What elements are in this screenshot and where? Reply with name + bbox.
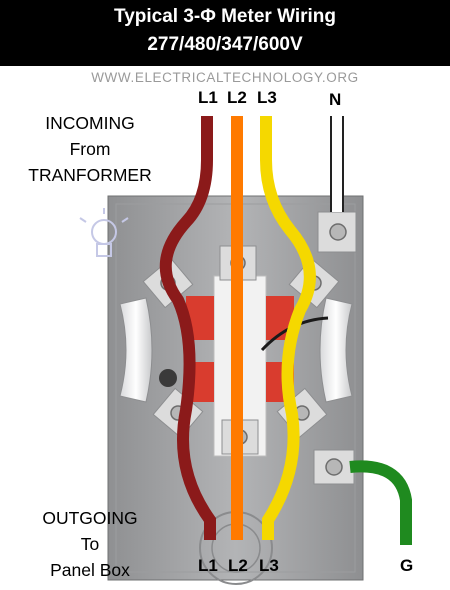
outgoing-label: OUTGOING To Panel Box	[10, 505, 170, 583]
label-n-top: N	[329, 90, 342, 109]
incoming-label: INCOMING From TRANFORMER	[10, 110, 170, 188]
title-line-2: 277/480/347/600V	[147, 34, 303, 55]
watermark: WWW.ELECTRICALTECHNOLOGY.ORG	[91, 70, 359, 85]
wire-l3	[260, 116, 316, 540]
ground-screw	[325, 458, 343, 476]
knockout-left	[159, 369, 177, 387]
lightbulb-icon	[79, 208, 129, 257]
outgoing-line-3: Panel Box	[50, 560, 130, 580]
neutral-screw	[329, 223, 347, 241]
outgoing-line-1: OUTGOING	[42, 508, 138, 528]
title-line-1: Typical 3-Φ Meter Wiring	[114, 6, 336, 27]
wire-ground	[349, 460, 412, 545]
label-l2-bottom: L2	[228, 556, 248, 575]
label-l1-top: L1	[198, 88, 218, 107]
incoming-line-2: From	[69, 139, 111, 159]
label-g-bottom: G	[400, 556, 414, 575]
wire-l1	[159, 116, 216, 540]
header: Typical 3-Φ Meter Wiring 277/480/347/600…	[0, 0, 450, 66]
incoming-line-1: INCOMING	[45, 113, 135, 133]
label-l1-bottom: L1	[198, 556, 218, 575]
label-l3-bottom: L3	[259, 556, 279, 575]
incoming-line-3: TRANFORMER	[28, 165, 152, 185]
left-jaw-clip	[119, 297, 153, 403]
right-jaw-clip	[319, 297, 353, 403]
label-l3-top: L3	[257, 88, 277, 107]
label-l2-top: L2	[227, 88, 247, 107]
outgoing-line-2: To	[80, 534, 100, 554]
